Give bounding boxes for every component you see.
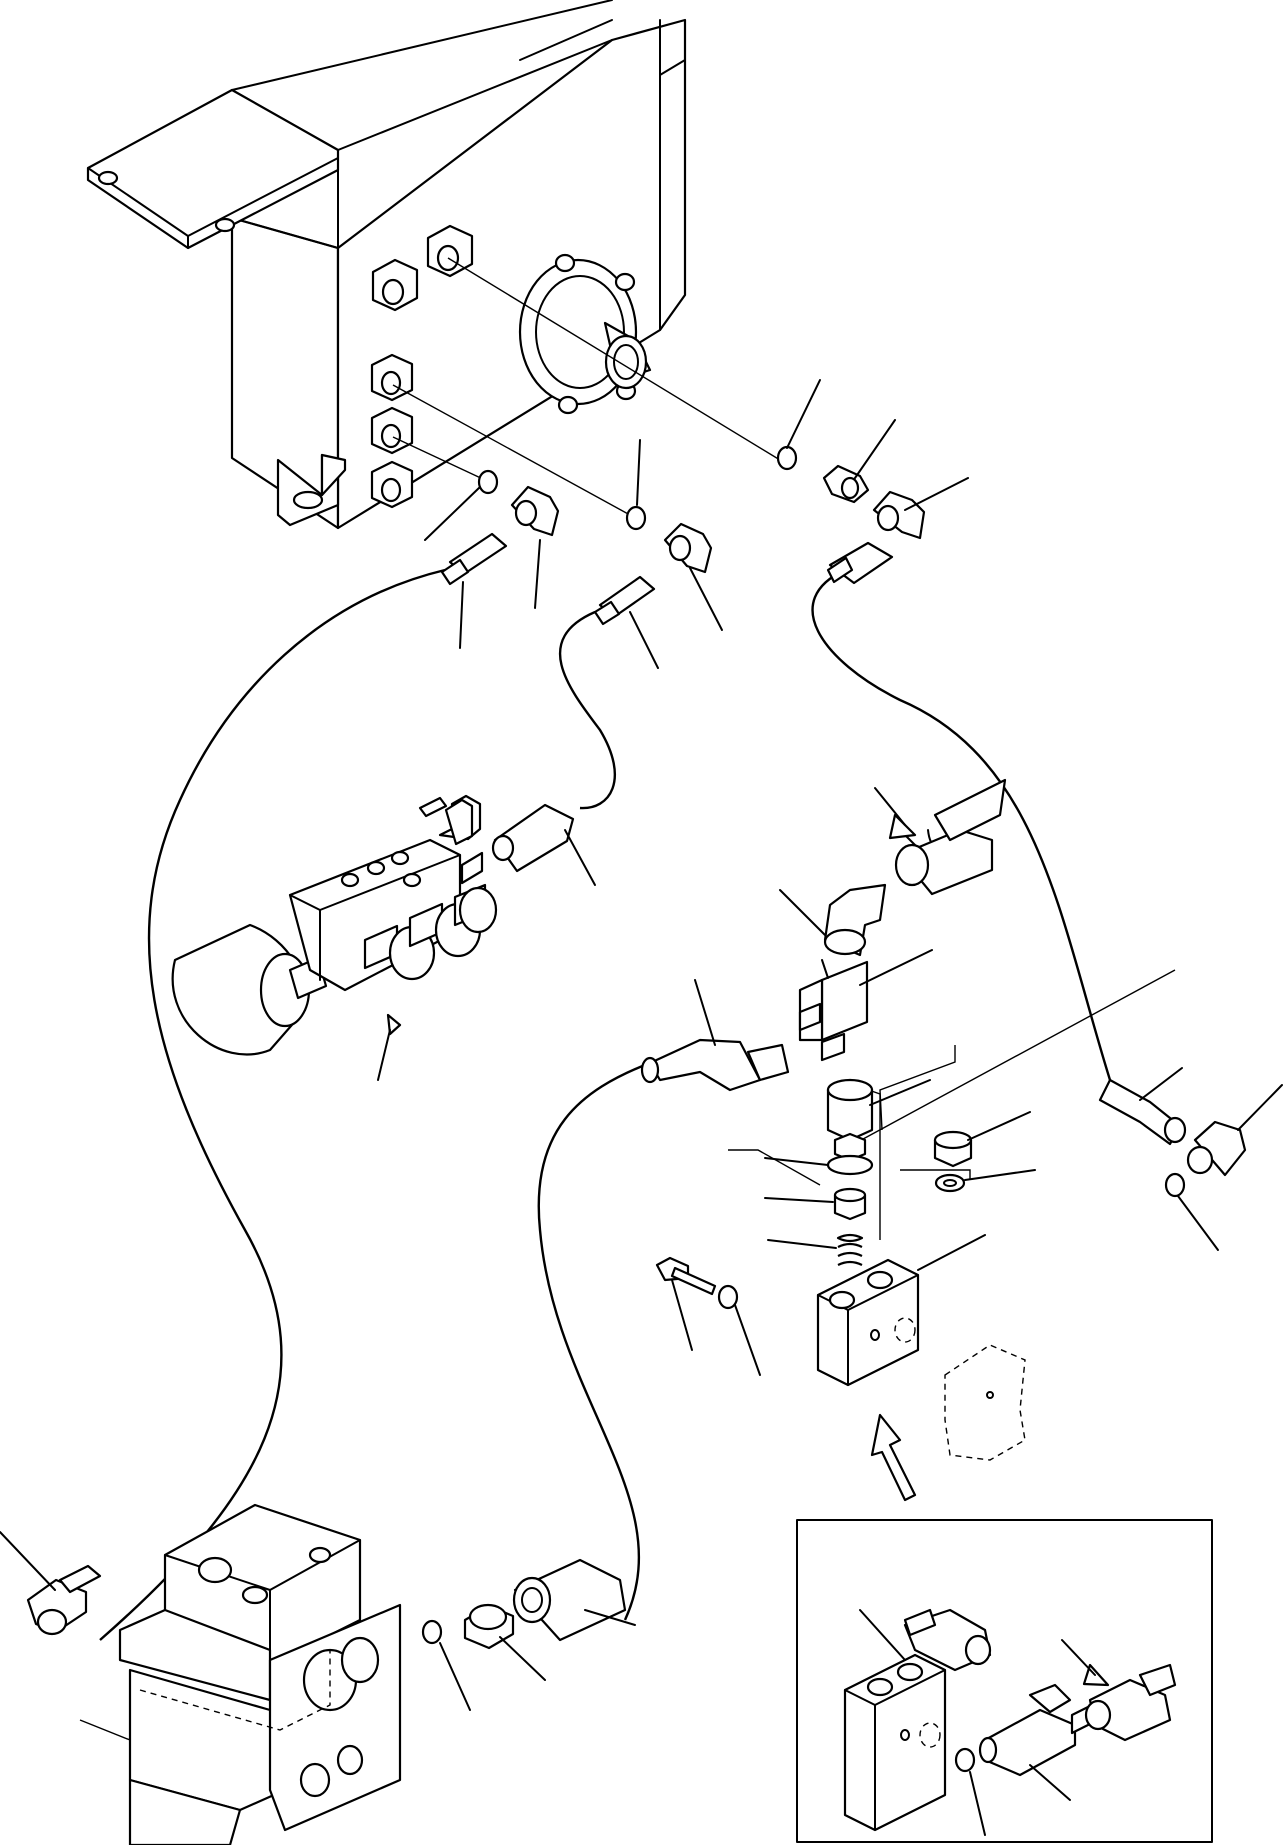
hose-tank-to-valve [559,610,617,810]
hose-tank-to-right [811,568,1112,1081]
leader-elbow-left [534,539,541,609]
inset-oring [954,1747,976,1773]
leader-elbow-tee [779,889,826,936]
hose-end-right [1098,1078,1182,1146]
leader-oring-upper-mid [636,439,641,506]
leader-hose-end-valve [564,829,596,886]
elbow-right [1193,1120,1247,1177]
leader-inset-block [859,1609,906,1661]
leader-elbow-pump [0,1531,56,1591]
arrow-block [870,1413,917,1502]
elbow-upper-right [872,490,926,540]
leader-elbow-mid [689,567,723,631]
hose-end-pump [513,1558,627,1642]
oring-upper-left [477,469,499,495]
leader-bolt [671,1279,693,1351]
right-fittings [1098,1078,1247,1198]
arrow-valve [386,1013,402,1036]
leader-hose-end-right [1139,1067,1183,1101]
leader-inset-tee [1029,1764,1071,1801]
leader-oring-check [764,1157,829,1166]
leader-adapter-pump [499,1636,546,1681]
plate-section [944,1344,1026,1461]
leader-washer-plug [964,1169,1036,1181]
control-valve-with-accumulator [171,794,575,1081]
hose-tank-to-pump [99,568,446,1641]
washer-bolt [717,1284,739,1310]
leader-oring-upper-left [424,486,481,541]
leader-inset-oring [969,1771,986,1836]
leader-oring-upper-right [786,379,821,449]
pump-assembly [26,1503,627,1845]
leader-adapter-upper-right [854,419,896,479]
hose-tee-to-pump [537,1061,651,1621]
leader-block [917,1234,986,1271]
leader-poppet [764,1197,834,1203]
leader-hose-end-mid [629,611,659,669]
leader-oring-right [1177,1195,1219,1251]
oring-upper-mid [625,505,647,531]
inset-alternate-assembly [796,1519,1213,1843]
upper-fittings [440,445,926,626]
oring-upper-right [776,445,798,471]
oring-right [1164,1172,1186,1198]
callout-leaders [0,379,1283,1836]
leader-elbow-right [1237,1084,1283,1131]
leader-spring [767,1239,837,1249]
hoses [99,568,1112,1641]
hose-end-tee-side [648,1038,762,1092]
leader-elbow-upper-right [904,477,969,511]
spring [836,1233,864,1266]
oring-pump [421,1619,443,1645]
tee-block-assembly [640,778,1026,1502]
arrow-tee-top [888,813,917,840]
hose-end-valve [493,803,575,873]
leader-plug [967,1111,1031,1141]
leader-oring-pump [439,1642,471,1711]
leader-washer-bolt [734,1304,761,1376]
washer-plug [934,1173,966,1193]
oring-check [826,1154,874,1176]
leader-tee [859,949,933,986]
leader-hose-end-left [459,581,464,649]
leader-check-valve [869,1079,931,1106]
inset-frame [796,1519,1213,1843]
assembly-center-lines [79,257,1176,1741]
tee [820,960,869,1042]
leader-hose-end-pump [584,1609,636,1626]
inset-block [843,1653,947,1832]
leader-hose-end-tee [694,979,716,1046]
tank-frame-assembly [86,0,687,530]
